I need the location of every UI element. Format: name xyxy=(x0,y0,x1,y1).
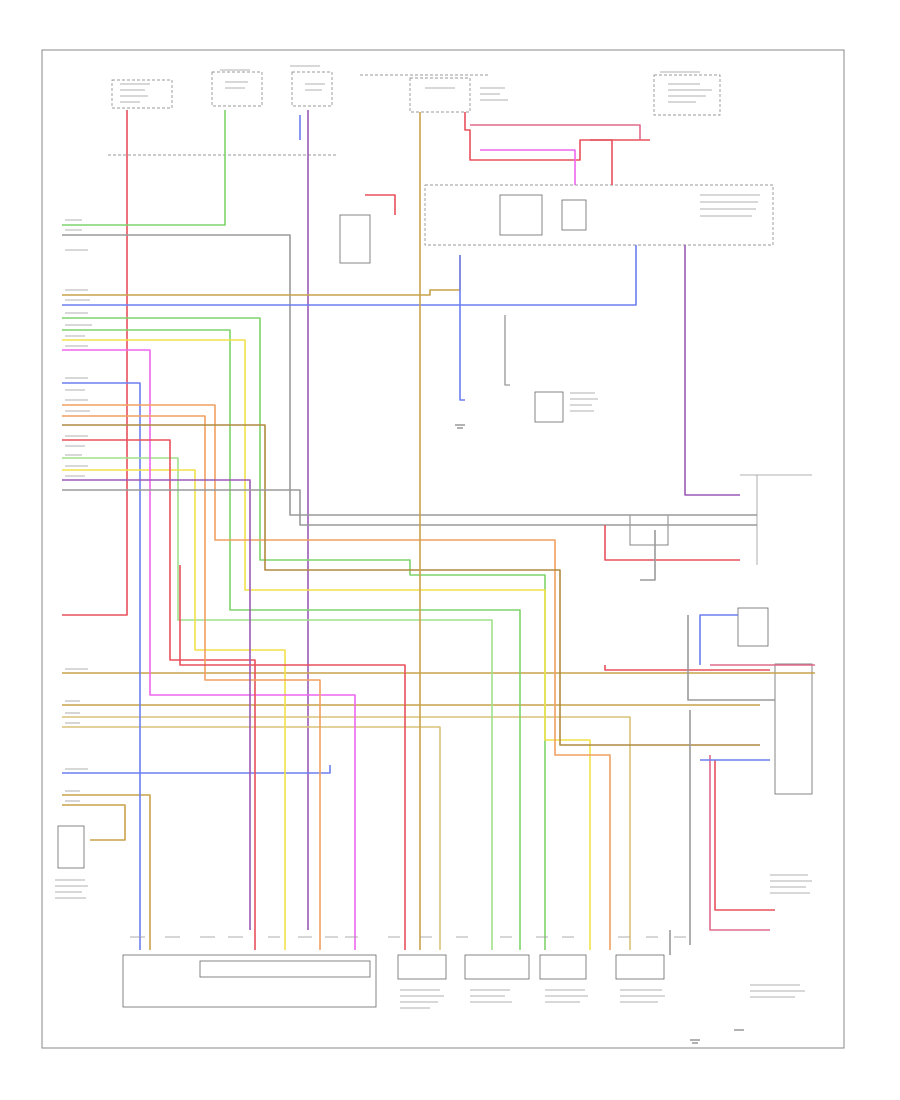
wire-violet-right xyxy=(684,245,740,496)
wire-tan-4 xyxy=(62,716,631,950)
wire-blue-5 xyxy=(699,614,738,665)
wire-green-2 xyxy=(62,317,546,950)
wire-orange-2 xyxy=(62,415,321,950)
wire-blue-2 xyxy=(62,765,331,774)
ambient-sensor xyxy=(57,825,85,869)
wire-red-relay-1 xyxy=(464,112,650,161)
top-fuse-blocks xyxy=(108,65,721,156)
diagram-border xyxy=(41,49,845,1049)
wire-red-ecu xyxy=(604,665,770,671)
wire-green-3 xyxy=(62,329,521,950)
wire-tan-6 xyxy=(62,794,151,950)
ground-symbols xyxy=(455,424,744,1044)
wire-grey-c xyxy=(687,615,775,701)
wire-red-ecu-2 xyxy=(714,760,775,911)
blower-resistor xyxy=(737,607,769,647)
wire-red-main xyxy=(62,110,128,616)
wire-pink-3 xyxy=(709,755,770,931)
wire-grey-e xyxy=(640,530,656,581)
wire-green-4 xyxy=(62,457,493,950)
engine-control-unit xyxy=(774,663,813,795)
wire-magenta-relay xyxy=(480,149,576,185)
wire-yellow-1 xyxy=(62,339,591,950)
wire-tan-7 xyxy=(62,804,126,841)
wire-brown-1 xyxy=(62,424,760,746)
wire-violet-2 xyxy=(62,479,251,930)
wire-blue-3 xyxy=(62,382,141,950)
pressure-switch xyxy=(534,391,564,423)
wire-tan-5 xyxy=(62,726,441,950)
wire-red-relay-2 xyxy=(590,139,613,185)
wire-red-relay-3 xyxy=(365,194,396,215)
wire-pink-relay xyxy=(470,124,641,140)
wire-grey-a xyxy=(62,234,757,516)
wire-grey-b xyxy=(62,489,757,526)
wire-pink-1 xyxy=(62,439,256,950)
wire-green-1 xyxy=(62,110,226,226)
blower-motor xyxy=(629,474,812,565)
relay-box xyxy=(339,184,774,264)
wire-magenta-1 xyxy=(62,349,356,950)
pin-labels-left xyxy=(55,219,92,899)
wire-blue-4 xyxy=(459,255,465,401)
wire-grey-g xyxy=(504,315,510,386)
wire-yellow-2 xyxy=(62,469,286,950)
bottom-components xyxy=(122,874,812,1009)
wire-tan-1 xyxy=(62,255,461,296)
wire-red-blower xyxy=(604,525,740,561)
wire-red-center xyxy=(179,565,406,950)
wire-blue-1 xyxy=(62,245,637,306)
wire-orange-1 xyxy=(62,404,611,950)
